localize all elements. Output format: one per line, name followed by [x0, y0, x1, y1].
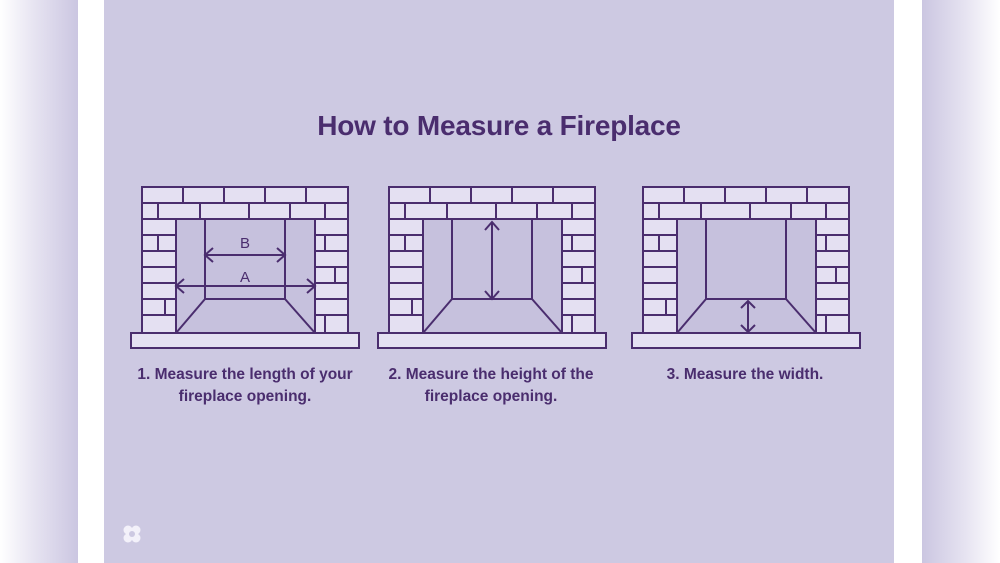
arrow-a-icon	[174, 278, 317, 294]
fireplace-height-illustration	[377, 186, 607, 349]
step-3-caption-line1: 3. Measure the width.	[666, 366, 824, 383]
step-1-caption-line2: fireplace opening.	[178, 388, 312, 405]
fireplace-width-illustration	[631, 186, 861, 349]
right-white-strip	[894, 0, 922, 563]
step-1-caption-line1: 1. Measure the length of your	[137, 366, 353, 383]
four-petal-logo-icon	[122, 524, 142, 544]
fireplace-diagram-height	[371, 180, 611, 350]
step-2-caption-line2: fireplace opening.	[424, 388, 558, 405]
arrow-b-icon	[203, 247, 287, 263]
step-3-caption: 3. Measure the width.	[620, 364, 870, 386]
arrow-b-label: B	[240, 235, 250, 252]
fireplace-length-illustration: B A	[130, 186, 360, 349]
fireplace-diagram-width	[625, 180, 865, 350]
arrow-a-label: A	[240, 269, 250, 286]
step-1-caption: 1. Measure the length of your fireplace …	[120, 364, 370, 408]
infographic-title: How to Measure a Fireplace	[317, 110, 681, 141]
infographic-panel: How to Measure a Fireplace	[104, 0, 894, 563]
right-blur-edge	[922, 0, 1000, 563]
width-arrow-icon	[740, 299, 756, 334]
fireplace-diagram-length: B A	[125, 180, 365, 350]
step-2-caption: 2. Measure the height of the fireplace o…	[366, 364, 616, 408]
height-arrow-icon	[484, 220, 500, 301]
step-2-caption-line1: 2. Measure the height of the	[388, 366, 594, 383]
left-blur-edge	[0, 0, 78, 563]
left-white-strip	[78, 0, 104, 563]
